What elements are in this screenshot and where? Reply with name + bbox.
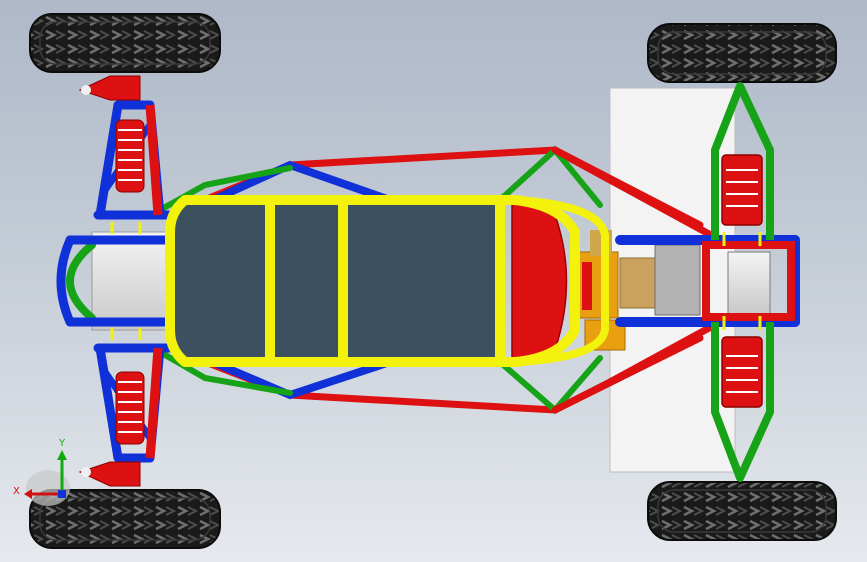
axis-y-label: Y <box>59 438 66 449</box>
rear-left-trailing-arm[interactable] <box>711 82 774 240</box>
front-left-suspension[interactable] <box>78 75 165 216</box>
front-green-hoop[interactable] <box>66 241 96 322</box>
front-plate <box>91 231 171 331</box>
rear-left-tire[interactable] <box>647 23 837 83</box>
triad-arrows <box>24 450 70 506</box>
front-right-suspension[interactable] <box>78 347 165 487</box>
rear-right-trailing-arm[interactable] <box>711 322 774 482</box>
rear-right-tire[interactable] <box>647 481 837 541</box>
engine-bay-red-tubes[interactable] <box>551 146 704 414</box>
axis-triad: Y X <box>10 438 80 508</box>
front-right-tire[interactable] <box>29 489 221 549</box>
seat-back <box>511 196 568 363</box>
rear-springs <box>726 169 758 393</box>
bolt-markers <box>110 222 762 340</box>
front-blue-crossbars[interactable] <box>56 210 185 353</box>
axis-x-label: X <box>13 486 20 497</box>
cockpit-frame[interactable] <box>165 195 609 367</box>
front-left-tire[interactable] <box>29 13 221 73</box>
rear-red-frame[interactable] <box>702 241 795 321</box>
